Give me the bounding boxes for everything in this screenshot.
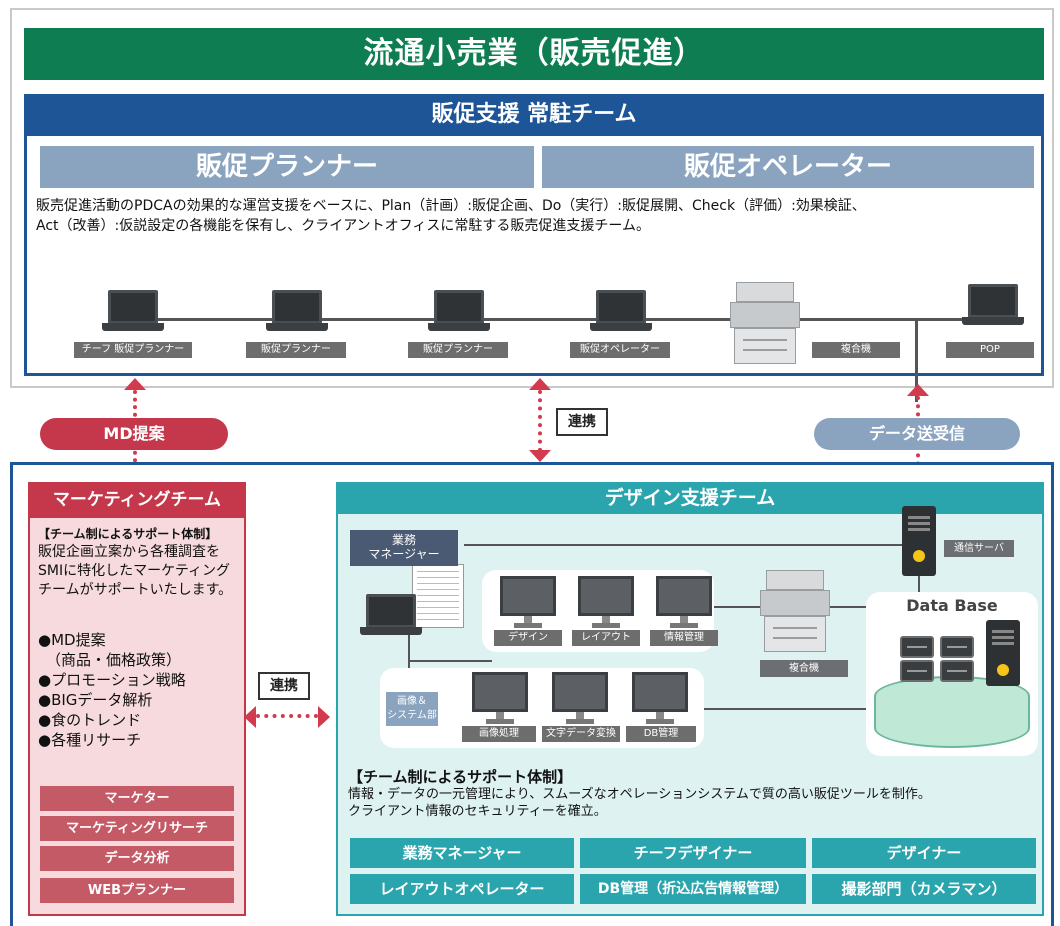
marketing-team-title: マーケティングチーム	[28, 482, 246, 518]
monitor-icon	[552, 672, 608, 728]
design-support-heading: 【チーム制によるサポート体制】	[348, 768, 573, 786]
workstation-label: 文字データ変換	[542, 726, 620, 742]
arrow-up-icon	[124, 378, 146, 390]
description-line-1: 販売促進活動のPDCAの効果的な運営支援をベースに、Plan（計画）:販促企画、…	[36, 198, 866, 214]
marketing-role: マーケティングリサーチ	[40, 816, 234, 841]
collab-label-bottom: 連携	[258, 672, 310, 700]
resident-team-frame	[24, 94, 1044, 376]
laptop-icon	[266, 290, 328, 332]
image-dept-label: 画像＆ システム部	[386, 692, 438, 726]
marketing-team-body: 【チーム制によるサポート体制】 販促企画立案から各種調査をSMIに特化したマーケ…	[38, 526, 238, 600]
server-rack-icon	[900, 636, 934, 658]
design-role: DB管理（折込広告情報管理）	[580, 874, 806, 904]
marketing-description: 販促企画立案から各種調査をSMIに特化したマーケティングチームがサポートいたしま…	[38, 544, 233, 598]
team-collab-line	[256, 714, 318, 718]
device-label-planner: 販促プランナー	[408, 342, 508, 358]
comm-server-label: 通信サーバ	[944, 540, 1014, 557]
laptop-icon	[428, 290, 490, 332]
design-support-text: 情報・データの一元管理により、スムーズなオペレーションシステムで質の高い販促ツー…	[348, 786, 1038, 820]
server-icon	[986, 620, 1020, 686]
workstation-label: デザイン	[494, 630, 562, 646]
list-item: ●各種リサーチ	[38, 731, 142, 749]
design-network-top	[464, 544, 904, 546]
design-role: レイアウトオペレーター	[350, 874, 574, 904]
laptop-icon	[962, 284, 1024, 326]
list-item: ●プロモーション戦略	[38, 671, 186, 689]
arrow-left-icon	[244, 706, 256, 728]
database-label: Data Base	[906, 596, 998, 615]
laptop-icon	[102, 290, 164, 332]
design-network-mid	[408, 660, 492, 662]
design-role: デザイナー	[812, 838, 1036, 868]
monitor-icon	[656, 576, 712, 632]
list-item: ●食のトレンド	[38, 711, 142, 729]
printer-icon	[760, 570, 830, 652]
monitor-icon	[578, 576, 634, 632]
arrow-right-icon	[318, 706, 330, 728]
device-label-pop: POP	[946, 342, 1034, 358]
monitor-icon	[500, 576, 556, 632]
database-icon	[874, 676, 1030, 748]
list-item: ●MD提案	[38, 631, 106, 649]
arrow-down-icon	[529, 450, 551, 462]
resident-team-description: 販売促進活動のPDCAの効果的な運営支援をベースに、Plan（計画）:販促企画、…	[36, 196, 1036, 236]
server-rack-icon	[900, 660, 934, 682]
data-transfer-label: データ送受信	[814, 418, 1020, 450]
collab-connector-line	[538, 390, 542, 452]
marketing-team-box	[28, 482, 246, 916]
collab-label-top: 連携	[556, 408, 608, 436]
marketing-role: データ分析	[40, 846, 234, 871]
design-role: 撮影部門（カメラマン）	[812, 874, 1036, 904]
server-icon	[902, 506, 936, 576]
marketing-role: WEBプランナー	[40, 878, 234, 903]
laptop-icon	[360, 594, 422, 636]
server-rack-icon	[940, 636, 974, 658]
workstation-label: DB管理	[626, 726, 696, 742]
office-network-line	[130, 318, 992, 321]
retail-title: 流通小売業（販売促進）	[24, 28, 1044, 80]
design-support-line-1: 情報・データの一元管理により、スムーズなオペレーションシステムで質の高い販促ツー…	[348, 787, 931, 802]
device-label-chief-planner: チーフ 販促プランナー	[74, 342, 192, 358]
arrow-up-icon	[529, 378, 551, 390]
device-label-mfp: 複合機	[812, 342, 900, 358]
design-role: チーフデザイナー	[580, 838, 806, 868]
device-label-planner: 販促プランナー	[246, 342, 346, 358]
monitor-icon	[472, 672, 528, 728]
device-label-operator: 販促オペレーター	[570, 342, 670, 358]
md-proposal-label: MD提案	[40, 418, 228, 450]
server-db-line	[918, 576, 920, 596]
monitor-icon	[632, 672, 688, 728]
role-operator: 販促オペレーター	[542, 146, 1034, 188]
design-support-line-2: クライアント情報のセキュリティーを確立。	[348, 804, 607, 819]
marketing-role: マーケター	[40, 786, 234, 811]
design-role: 業務マネージャー	[350, 838, 574, 868]
workstation-label: 画像処理	[462, 726, 536, 742]
printer-icon	[730, 282, 800, 364]
laptop-icon	[590, 290, 652, 332]
server-rack-icon	[940, 660, 974, 682]
manager-label: 業務 マネージャー	[350, 530, 458, 566]
design-team-title: デザイン支援チーム	[336, 482, 1044, 514]
office-uplink-line	[915, 320, 918, 402]
marketing-support-heading: 【チーム制によるサポート体制】	[38, 527, 218, 541]
description-line-2: Act（改善）:仮説設定の各機能を保有し、クライアントオフィスに常駐する販売促進…	[36, 218, 650, 234]
marketing-capabilities: ●MD提案 （商品・価格政策） ●プロモーション戦略 ●BIGデータ解析 ●食の…	[38, 630, 238, 750]
role-planner: 販促プランナー	[40, 146, 534, 188]
list-item: ●BIGデータ解析	[38, 691, 153, 709]
resident-team-title: 販促支援 常駐チーム	[24, 94, 1044, 136]
design-mfp-label: 複合機	[760, 660, 848, 677]
design-network-bottom	[700, 708, 866, 710]
document-icon	[412, 564, 464, 628]
list-item: （商品・価格政策）	[46, 651, 182, 669]
workstation-label: レイアウト	[572, 630, 640, 646]
arrow-up-icon	[907, 384, 929, 396]
workstation-label: 情報管理	[650, 630, 718, 646]
